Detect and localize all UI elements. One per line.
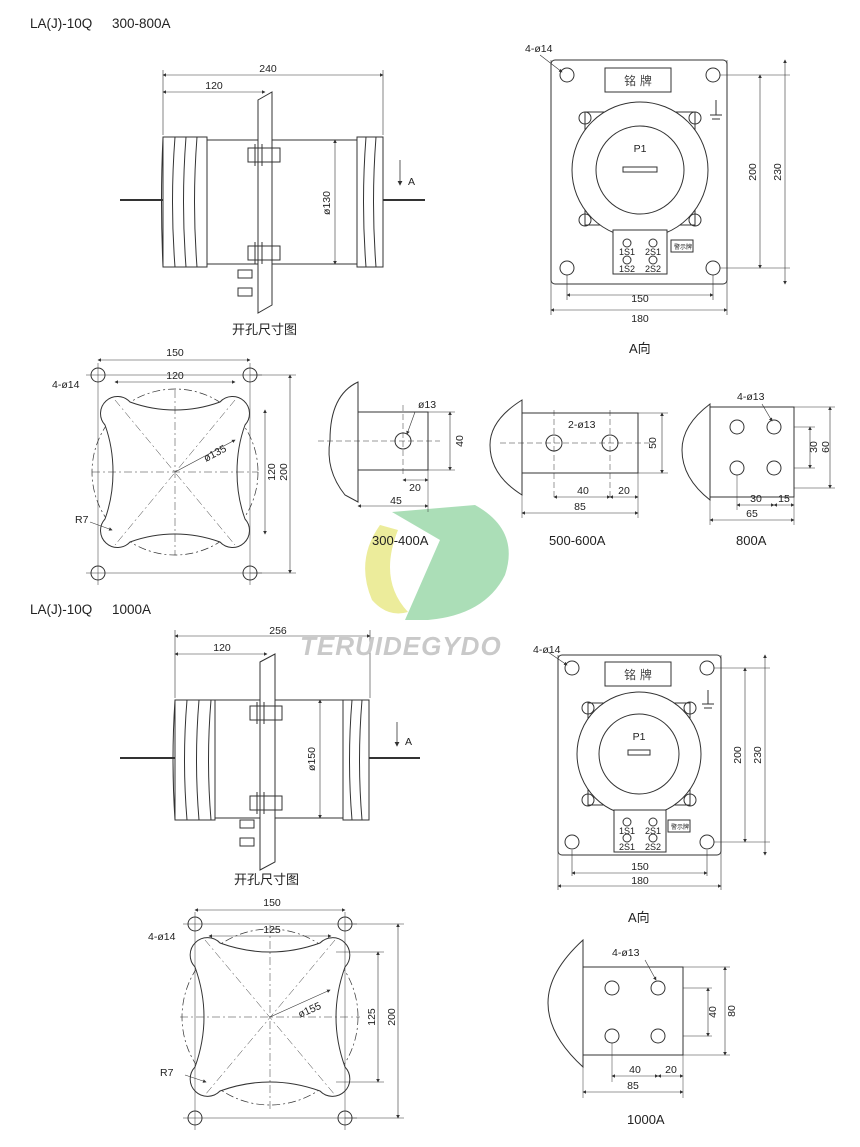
t2-d2: 40 [577, 485, 589, 497]
t2-hole: 2-ø13 [568, 419, 596, 431]
dim-150-b: 150 [631, 861, 649, 873]
caption-cutout-bottom: 开孔尺寸图 [234, 872, 300, 887]
terminal-1000 [547, 938, 730, 1098]
t4-d5: 85 [627, 1080, 639, 1092]
dim-dia-130: ø130 [321, 191, 333, 215]
t2-d1: 50 [647, 437, 659, 449]
cutout-dim-200-b: 200 [386, 1008, 398, 1026]
view-arrow-label-b: A [405, 736, 412, 748]
holes-label: 4-ø14 [525, 43, 553, 55]
caption-800: 800A [736, 533, 767, 548]
t2-d4: 85 [574, 501, 586, 513]
caption-view-a-top: A向 [629, 341, 651, 356]
dim-120: 120 [205, 80, 223, 92]
t3-d5: 65 [746, 508, 758, 520]
t4-d1: 40 [707, 1006, 719, 1018]
caption-view-a-bottom: A向 [628, 910, 650, 925]
terminal-2s2-b: 2S2 [645, 842, 661, 852]
dim-200-b: 200 [732, 746, 744, 764]
cutout-dim-120-v: 120 [266, 463, 278, 481]
dim-150: 150 [631, 293, 649, 305]
t4-d3: 40 [629, 1064, 641, 1076]
dim-dia-150: ø150 [306, 747, 318, 771]
cutout-top [86, 358, 296, 585]
title-model-bottom: LA(J)-10Q [30, 602, 93, 617]
terminal-1s1-b: 1S1 [619, 826, 635, 836]
t1-d1: 40 [454, 435, 466, 447]
cutout-radius-b: R7 [160, 1067, 174, 1079]
cutout-dim-150-b: 150 [263, 897, 281, 909]
t4-d4: 20 [665, 1064, 677, 1076]
terminal-1s1: 1S1 [619, 247, 635, 257]
t4-hole: 4-ø13 [612, 947, 640, 959]
cutout-radius: R7 [75, 514, 89, 526]
t1-hole: ø13 [418, 399, 436, 411]
caption-1000: 1000A [627, 1112, 665, 1127]
terminal-p1-b: P1 [633, 731, 646, 743]
t3-d2: 60 [820, 441, 832, 453]
t3-d4: 15 [778, 493, 790, 505]
t2-d3: 20 [618, 485, 630, 497]
terminal-300-400 [318, 381, 455, 512]
cutout-dim-150: 150 [166, 347, 184, 359]
terminal-p1: P1 [634, 143, 647, 155]
title-model-top: LA(J)-10Q [30, 16, 93, 31]
dim-180: 180 [631, 313, 649, 325]
caption-300-400: 300-400A [372, 533, 429, 548]
side-view-bottom [120, 630, 420, 871]
terminal-500-600 [489, 399, 668, 518]
warning-tag: 警示牌 [674, 243, 692, 251]
front-view-bottom [547, 651, 770, 890]
side-view-top [120, 70, 425, 314]
cutout-dim-120-h: 120 [166, 370, 184, 382]
dim-120-b: 120 [213, 642, 231, 654]
cutout-dim-125-h: 125 [263, 924, 281, 936]
terminal-2s1: 2S1 [645, 247, 661, 257]
caption-cutout-top: 开孔尺寸图 [232, 322, 298, 337]
cutout-holes-label-b: 4-ø14 [148, 931, 176, 943]
t1-d2: 20 [409, 482, 421, 494]
dim-230-b: 230 [752, 746, 764, 764]
terminal-2s1-b: 2S1 [645, 826, 661, 836]
t4-d2: 80 [726, 1005, 738, 1017]
t3-d3: 30 [750, 493, 762, 505]
watermark-logo [365, 505, 509, 620]
view-arrow-label: A [408, 176, 415, 188]
dim-240: 240 [259, 63, 277, 75]
nameplate-label-b: 铭 牌 [624, 667, 652, 682]
warning-tag-b: 警示牌 [671, 823, 689, 831]
holes-label-b: 4-ø14 [533, 644, 561, 656]
title-range-bottom: 1000A [112, 602, 152, 617]
t3-hole: 4-ø13 [737, 391, 765, 403]
terminal-2s2: 2S2 [645, 264, 661, 274]
cutout-dim-200: 200 [278, 463, 290, 481]
terminal-800 [681, 402, 835, 525]
dim-200: 200 [747, 163, 759, 181]
nameplate-label: 铭 牌 [624, 73, 652, 88]
terminal-1s2: 1S2 [619, 264, 635, 274]
front-view-top [539, 54, 790, 315]
cutout-bottom [180, 908, 404, 1130]
terminal-2s1b-b: 2S1 [619, 842, 635, 852]
caption-500-600: 500-600A [549, 533, 606, 548]
t3-d1: 30 [808, 441, 820, 453]
title-range-top: 300-800A [112, 16, 171, 31]
t1-d3: 45 [390, 495, 402, 507]
cutout-dim-125-v: 125 [366, 1008, 378, 1026]
watermark-text: TERUIDEGYDO [300, 631, 502, 661]
cutout-holes-label: 4-ø14 [52, 379, 80, 391]
dim-180-b: 180 [631, 875, 649, 887]
dim-256: 256 [269, 625, 287, 637]
dim-230: 230 [772, 163, 784, 181]
